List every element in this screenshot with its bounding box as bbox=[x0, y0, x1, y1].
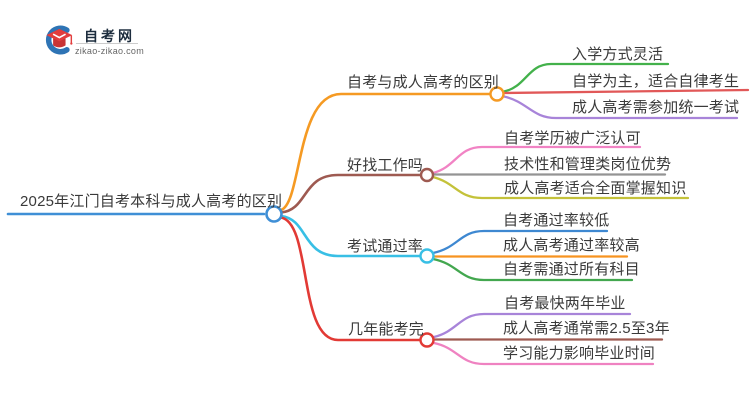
logo-divider bbox=[76, 43, 138, 44]
branch-4-child-1-label: 自考最快两年毕业 bbox=[504, 295, 626, 312]
branch-1-child-1-label: 入学方式灵活 bbox=[572, 46, 664, 63]
site-url: zikao-zikao.com bbox=[75, 46, 145, 56]
branch-3-child-3-connector bbox=[431, 257, 634, 282]
site-name: 自考网 bbox=[84, 28, 135, 44]
branch-1-child-1-connector bbox=[502, 62, 670, 93]
branch-3-child-1-label: 自考通过率较低 bbox=[503, 212, 610, 229]
branch-1-connector bbox=[279, 92, 492, 212]
branch-1-node-circle bbox=[489, 86, 505, 102]
branch-1-child-2-label: 自学为主，适合自律考生 bbox=[572, 73, 740, 90]
branch-1-child-3-label: 成人高考需参加统一考试 bbox=[572, 99, 740, 116]
branch-4-child-3-connector bbox=[432, 341, 655, 366]
branch-2-connector bbox=[279, 173, 423, 214]
branch-4-child-1-connector bbox=[432, 312, 632, 339]
branch-3-node-circle bbox=[419, 248, 435, 264]
branch-3-label: 考试通过率 bbox=[347, 238, 424, 255]
root-node-circle bbox=[265, 205, 283, 223]
branch-2-child-2-label: 技术性和管理类岗位优势 bbox=[504, 156, 672, 173]
branch-2-child-3-label: 成人高考适合全面掌握知识 bbox=[504, 180, 687, 197]
graduation-cap-icon bbox=[45, 25, 73, 55]
root-label: 2025年江门自考本科与成人高考的区别 bbox=[20, 193, 283, 210]
branch-2-child-3-connector bbox=[431, 175, 690, 200]
branch-4-node-circle bbox=[419, 332, 435, 348]
site-logo: 自考网 zikao-zikao.com bbox=[42, 22, 162, 58]
branch-2-node-circle bbox=[419, 167, 435, 183]
branch-1-label: 自考与成人高考的区别 bbox=[347, 74, 500, 91]
branch-4-child-3-label: 学习能力影响毕业时间 bbox=[503, 345, 656, 362]
branch-2-child-1-label: 自考学历被广泛认可 bbox=[504, 130, 641, 147]
branch-3-child-1-connector bbox=[431, 229, 609, 255]
branch-1-child-3-connector bbox=[502, 95, 739, 120]
branch-4-connector bbox=[279, 216, 423, 342]
branch-4-child-2-label: 成人高考通常需2.5至3年 bbox=[503, 320, 670, 337]
branch-2-label: 好找工作吗 bbox=[347, 157, 424, 174]
branch-1-child-2-connector bbox=[502, 88, 750, 95]
branch-4-label: 几年能考完 bbox=[348, 321, 425, 338]
branch-2-child-1-connector bbox=[431, 145, 642, 175]
branch-3-connector bbox=[279, 214, 422, 258]
branch-3-child-2-label: 成人高考通过率较高 bbox=[503, 237, 640, 254]
branch-3-child-3-label: 自考需通过所有科目 bbox=[503, 261, 640, 278]
